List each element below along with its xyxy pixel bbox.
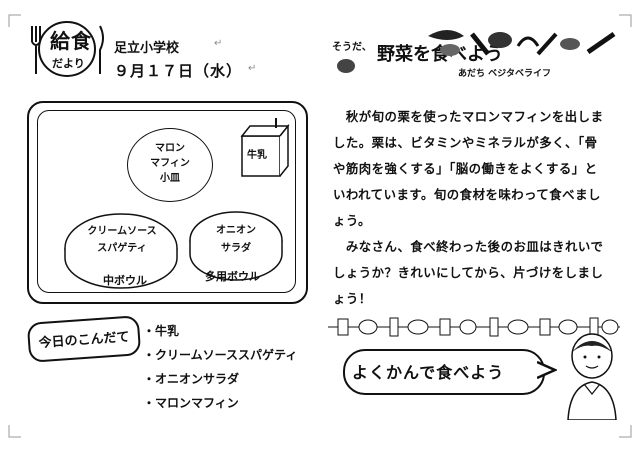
tray-inner: [37, 110, 296, 293]
date-text: ９月１７日（水）: [114, 62, 243, 80]
bowl-right-line1: オニオン: [216, 225, 256, 236]
bowl-right-line2: サラダ: [221, 243, 251, 254]
logo-main-text: 給食: [50, 29, 92, 53]
tray-outer: [27, 101, 308, 304]
bowl-right-label: 多用ボウル: [205, 270, 260, 283]
veg-banner-left-text: そうだ、: [332, 42, 372, 53]
bowl-left-label: 中ボウル: [103, 274, 147, 287]
corner-mark-bottom-right: [619, 425, 632, 438]
plate-small-line2: マフィン: [150, 158, 190, 169]
small-plate: マロン マフィン 小皿: [127, 128, 213, 202]
veg-banner-subtitle: あだち ベジタベライフ: [458, 69, 551, 79]
menu-item: ・クリームソーススパゲティ: [143, 348, 298, 362]
food-border-icon: [328, 317, 620, 337]
kyushoku-logo-icon: [31, 21, 104, 77]
menu-item: ・牛乳: [143, 324, 180, 338]
corner-mark-top-right: [619, 14, 632, 27]
return-mark-icon: ↵: [248, 63, 257, 74]
plate-small-line1: マロン: [155, 143, 185, 154]
return-mark-icon: ↵: [214, 38, 223, 49]
menu-item: ・オニオンサラダ: [143, 372, 240, 386]
article-paragraph-1: 秋が旬の栗を使ったマロンマフィンを出しました。栗は、ビタミンやミネラルが多く、「…: [333, 109, 604, 228]
speech-tail-icon: [537, 360, 557, 380]
menu-item: ・マロンマフィン: [143, 396, 239, 410]
vegetables-illustration-icon: [337, 30, 616, 73]
milk-carton-icon: [240, 118, 290, 177]
plate-small-label: 小皿: [160, 173, 180, 184]
bowl-right: [189, 211, 283, 281]
veg-banner: そうだ、 野菜を食べよう あだち ベジタベライフ: [330, 24, 620, 80]
badge-text: よくかんで食べよう: [352, 363, 505, 382]
corner-mark-top-left: [8, 14, 21, 27]
article-paragraph-2: みなさん、食べ終わった後のお皿はきれいでしょうか？きれいにしてから、片づけをしま…: [333, 239, 604, 306]
bowl-left: [64, 213, 178, 289]
article-body: 秋が旬の栗を使ったマロンマフィンを出しました。栗は、ビタミンやミネラルが多く、「…: [333, 104, 609, 312]
veg-banner-main-text: 野菜を食べよう: [377, 44, 503, 65]
logo-sub-text: だより: [52, 57, 85, 70]
person-illustration-icon: [567, 333, 617, 420]
school-name: 足立小学校: [114, 41, 180, 56]
bowl-left-line2: スパゲティ: [97, 243, 147, 254]
menu-title: 今日のこんだて: [26, 315, 142, 363]
corner-mark-bottom-left: [8, 425, 21, 438]
bowl-left-line1: クリームソース: [87, 226, 157, 237]
milk-label: 牛乳: [247, 150, 267, 161]
menu-title-text: 今日のこんだて: [38, 329, 131, 352]
